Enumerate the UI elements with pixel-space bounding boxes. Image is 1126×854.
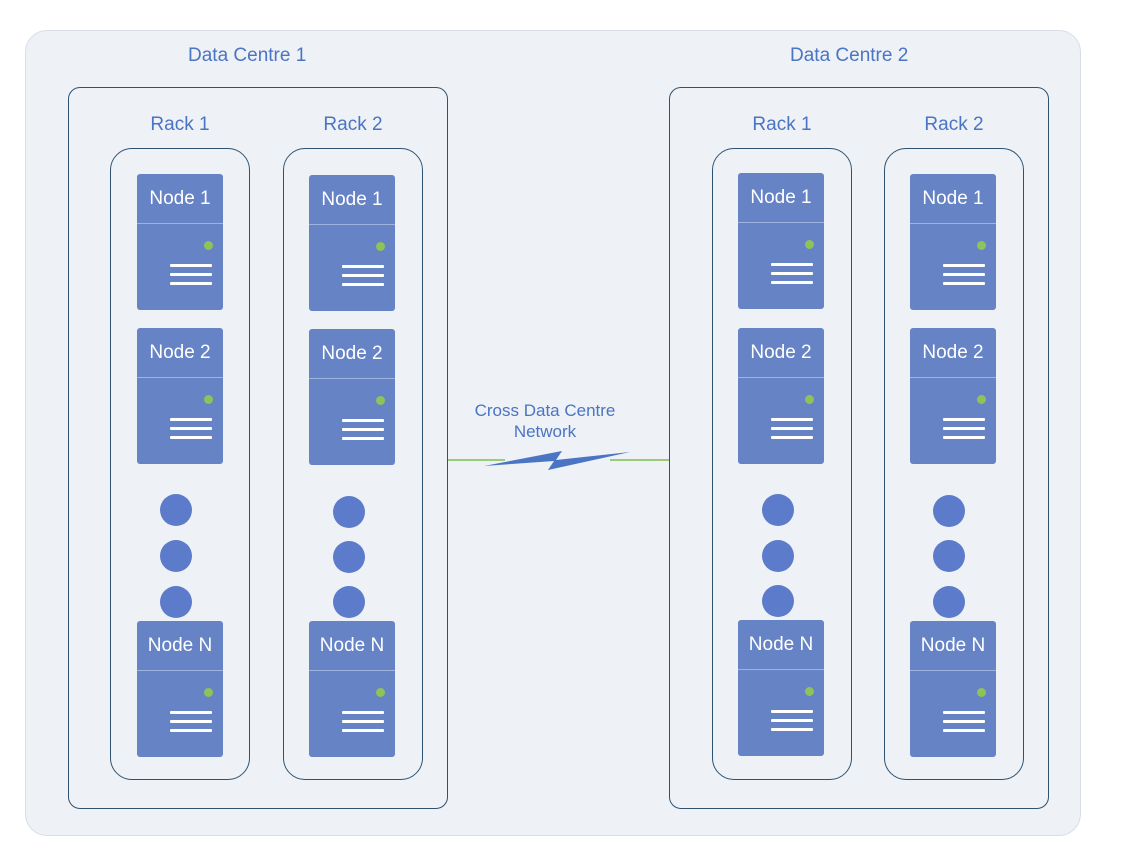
ellipsis-dot bbox=[333, 541, 365, 573]
status-led-icon bbox=[376, 242, 385, 251]
ellipsis-dot bbox=[160, 540, 192, 572]
dc2-rack2-node-n: Node N bbox=[910, 621, 996, 757]
data-centre-1-box bbox=[68, 87, 448, 809]
dc1-rack2-node-n: Node N bbox=[309, 621, 395, 757]
server-vent-lines-icon bbox=[170, 418, 212, 445]
dc1-rack-2-box bbox=[283, 148, 423, 780]
server-vent-lines-icon bbox=[771, 710, 813, 737]
node-label: Node 2 bbox=[738, 328, 824, 378]
status-led-icon bbox=[977, 688, 986, 697]
node-label: Node 1 bbox=[910, 174, 996, 224]
node-label: Node 1 bbox=[309, 175, 395, 225]
dc2-rack2-node-2: Node 2 bbox=[910, 328, 996, 464]
node-label: Node 1 bbox=[137, 174, 223, 224]
ellipsis-dot bbox=[933, 495, 965, 527]
server-vent-lines-icon bbox=[342, 711, 384, 738]
ellipsis-dot bbox=[762, 585, 794, 617]
status-led-icon bbox=[204, 395, 213, 404]
data-centre-2-title: Data Centre 2 bbox=[790, 45, 909, 66]
status-led-icon bbox=[204, 688, 213, 697]
node-label: Node 2 bbox=[137, 328, 223, 378]
dc1-rack1-node-1: Node 1 bbox=[137, 174, 223, 310]
node-label: Node 2 bbox=[309, 329, 395, 379]
dc2-rack1-node-n: Node N bbox=[738, 620, 824, 756]
ellipsis-dot bbox=[933, 586, 965, 618]
network-label-line-2: Network bbox=[513, 422, 577, 441]
ellipsis-dot bbox=[333, 586, 365, 618]
node-label: Node N bbox=[137, 621, 223, 671]
dc1-rack2-node-1: Node 1 bbox=[309, 175, 395, 311]
status-led-icon bbox=[805, 395, 814, 404]
server-vent-lines-icon bbox=[771, 418, 813, 445]
server-vent-lines-icon bbox=[342, 419, 384, 446]
node-label: Node N bbox=[738, 620, 824, 670]
status-led-icon bbox=[805, 240, 814, 249]
ellipsis-dot bbox=[333, 496, 365, 528]
status-led-icon bbox=[204, 241, 213, 250]
ellipsis-dot bbox=[762, 494, 794, 526]
data-centre-1-title: Data Centre 1 bbox=[188, 45, 307, 66]
status-led-icon bbox=[376, 688, 385, 697]
network-label: Cross Data Centre Network bbox=[460, 400, 630, 442]
node-label: Node 1 bbox=[738, 173, 824, 223]
status-led-icon bbox=[805, 687, 814, 696]
data-centre-2-box bbox=[669, 87, 1049, 809]
dc2-rack1-node-1: Node 1 bbox=[738, 173, 824, 309]
status-led-icon bbox=[977, 241, 986, 250]
dc2-rack-2-title: Rack 2 bbox=[924, 114, 984, 135]
server-vent-lines-icon bbox=[943, 264, 985, 291]
dc1-rack-1-box bbox=[110, 148, 250, 780]
node-label: Node N bbox=[309, 621, 395, 671]
dc1-rack-2-title: Rack 2 bbox=[323, 114, 383, 135]
dc2-rack2-node-1: Node 1 bbox=[910, 174, 996, 310]
dc2-rack-2-box bbox=[884, 148, 1024, 780]
node-label: Node 2 bbox=[910, 328, 996, 378]
dc1-rack-1-title: Rack 1 bbox=[150, 114, 210, 135]
ellipsis-dot bbox=[160, 586, 192, 618]
dc1-rack1-node-n: Node N bbox=[137, 621, 223, 757]
ellipsis-dot bbox=[160, 494, 192, 526]
ellipsis-dot bbox=[762, 540, 794, 572]
node-label: Node N bbox=[910, 621, 996, 671]
server-vent-lines-icon bbox=[943, 418, 985, 445]
server-vent-lines-icon bbox=[342, 265, 384, 292]
ellipsis-dot bbox=[933, 540, 965, 572]
server-vent-lines-icon bbox=[170, 264, 212, 291]
server-vent-lines-icon bbox=[170, 711, 212, 738]
dc2-rack-1-box bbox=[712, 148, 852, 780]
server-vent-lines-icon bbox=[943, 711, 985, 738]
status-led-icon bbox=[977, 395, 986, 404]
status-led-icon bbox=[376, 396, 385, 405]
dc2-rack-1-title: Rack 1 bbox=[752, 114, 812, 135]
lightning-bolt-icon bbox=[484, 451, 630, 470]
dc1-rack1-node-2: Node 2 bbox=[137, 328, 223, 464]
dc1-rack2-node-2: Node 2 bbox=[309, 329, 395, 465]
server-vent-lines-icon bbox=[771, 263, 813, 290]
network-label-line-1: Cross Data Centre bbox=[474, 401, 616, 420]
dc2-rack1-node-2: Node 2 bbox=[738, 328, 824, 464]
